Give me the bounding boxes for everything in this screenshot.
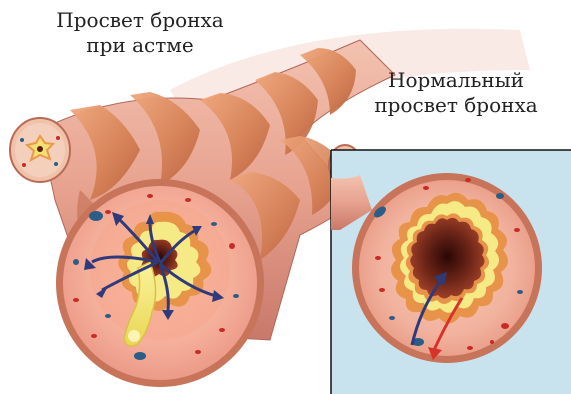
normal-label: Нормальный просвет бронха [356,68,556,118]
normal-label-line1: Нормальный [356,68,556,93]
asthma-label: Просвет бронха при астме [40,8,240,58]
normal-bronchus-cross-section [352,173,542,363]
asthma-bronchus-cross-section [56,179,264,387]
small-bronchus-cross-section [10,118,70,182]
normal-label-line2: просвет бронха [356,93,556,118]
asthma-label-line1: Просвет бронха [40,8,240,33]
asthma-label-line2: при астме [40,33,240,58]
